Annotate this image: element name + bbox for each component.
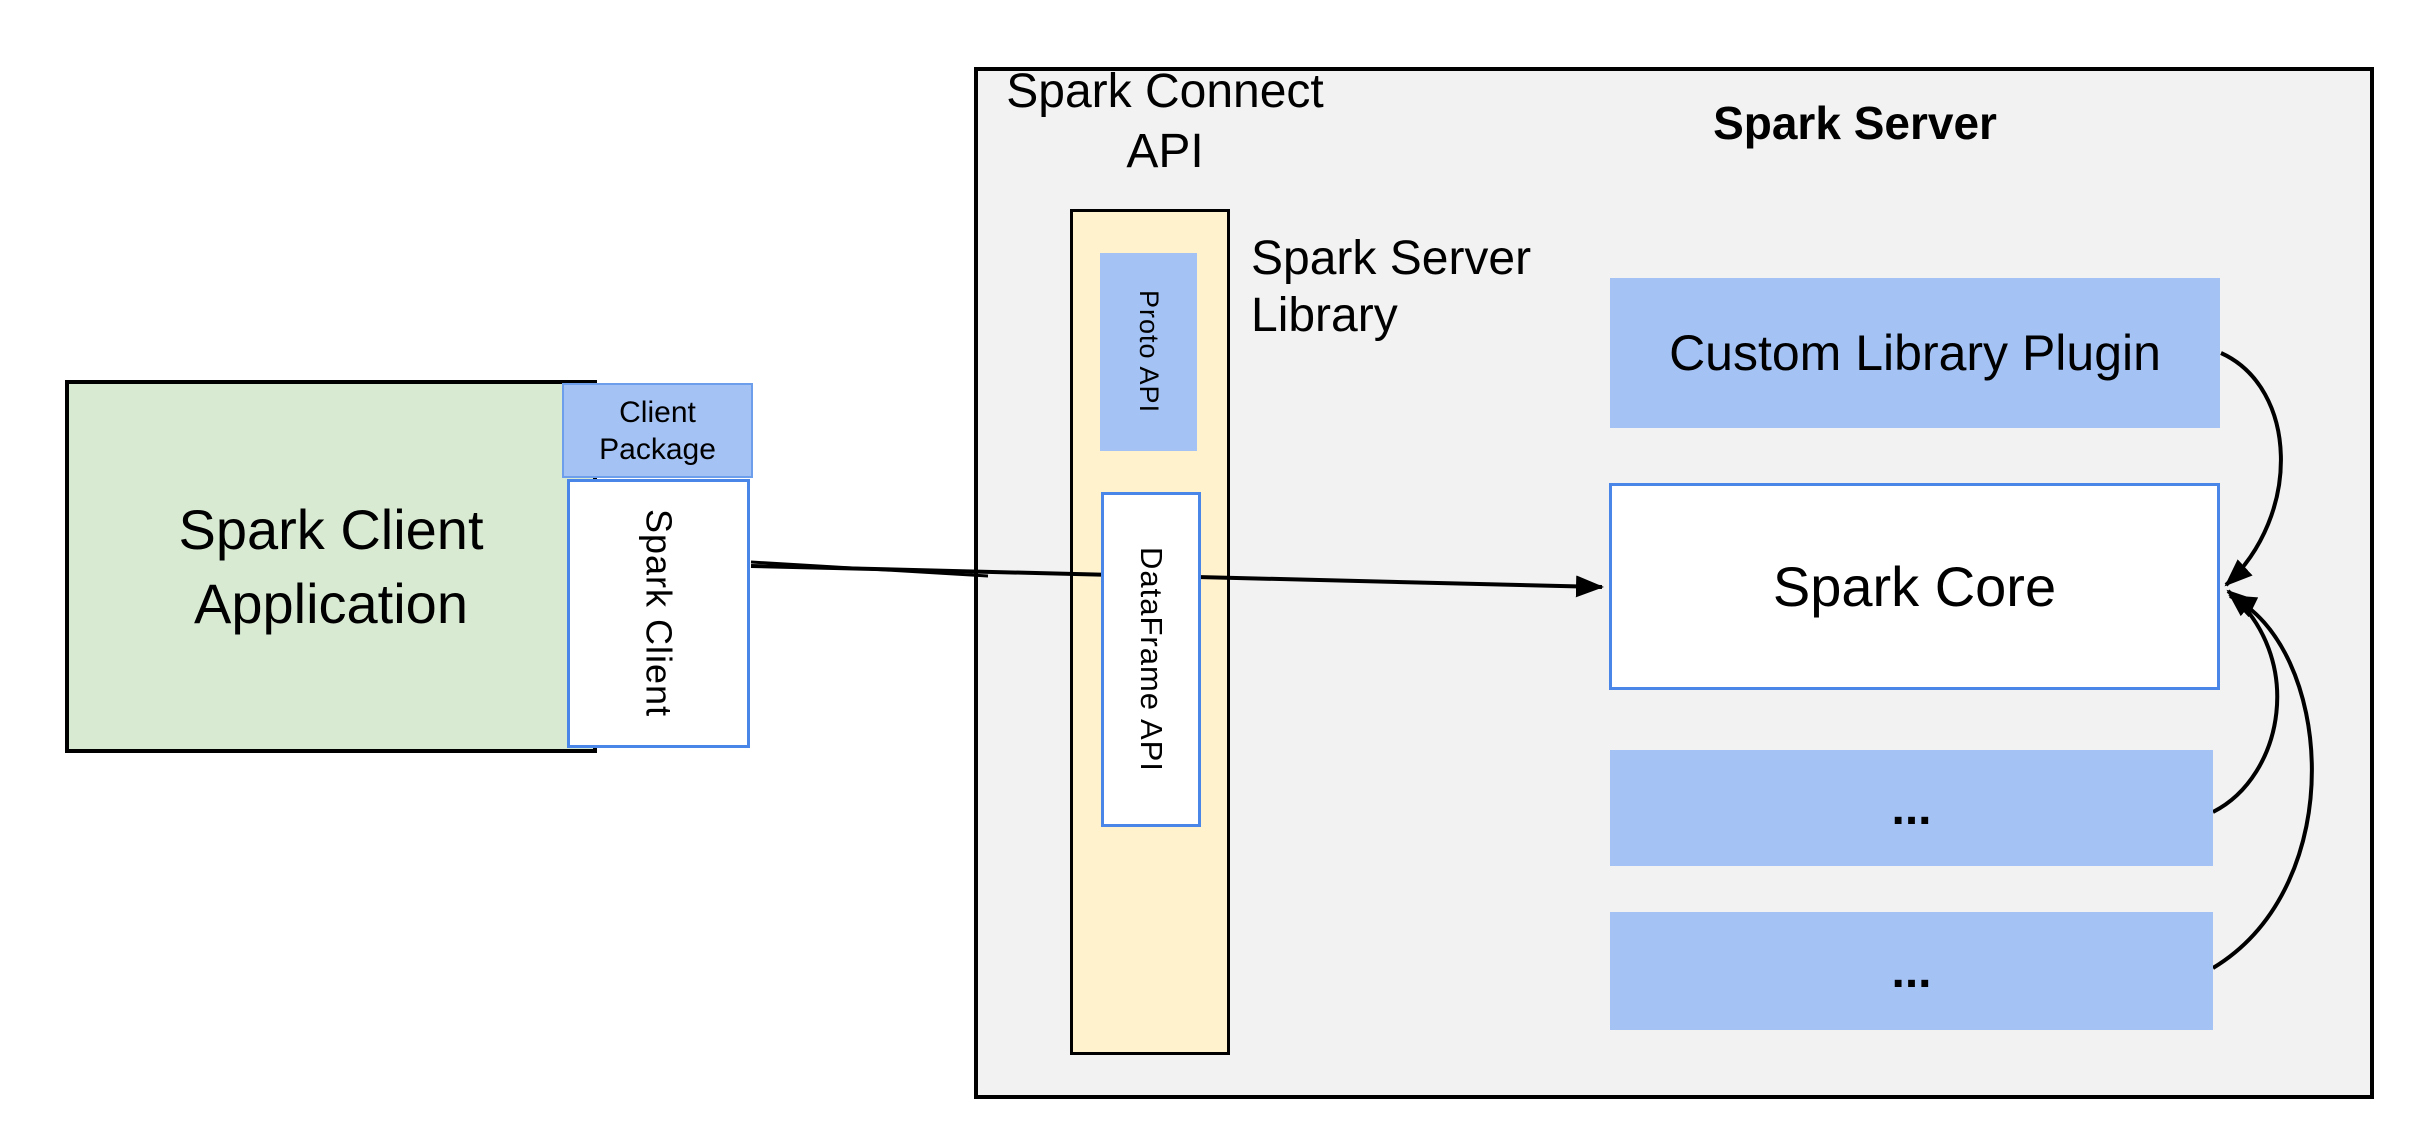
spark-core-label: Spark Core <box>1772 555 2057 618</box>
custom-library-plugin-box: Custom Library Plugin <box>1610 278 2220 428</box>
spark-connect-api-label: Spark Connect API <box>1006 65 1324 178</box>
dataframe-api-box: DataFrame API <box>1101 492 1201 827</box>
proto-api-label: Proto API <box>1134 290 1164 414</box>
dataframe-api-label: DataFrame API <box>1134 547 1169 772</box>
plugin-placeholder-label-1: ... <box>1891 781 1932 835</box>
spark-client-box: Spark Client <box>567 479 750 748</box>
spark-client-app-label: Spark Client Application <box>178 497 484 635</box>
spark-core-box: Spark Core <box>1609 483 2220 690</box>
spark-server-library-label: Spark Server Library <box>1251 232 1532 342</box>
client-arrow-stub <box>750 560 989 578</box>
plugin-placeholder-box-2: ... <box>1610 912 2213 1030</box>
proto-api-box: Proto API <box>1100 253 1197 451</box>
plugin-placeholder-box-1: ... <box>1610 750 2213 866</box>
client-package-box: Client Package <box>562 383 753 478</box>
spark-client-label: Spark Client <box>638 509 680 718</box>
spark-client-app-box: Spark Client Application <box>65 380 597 753</box>
spark-server-title: Spark Server <box>1713 97 1997 149</box>
client-package-label: Client Package <box>599 395 716 466</box>
plugin-placeholder-label-2: ... <box>1891 944 1932 998</box>
custom-library-plugin-label: Custom Library Plugin <box>1669 325 2161 381</box>
